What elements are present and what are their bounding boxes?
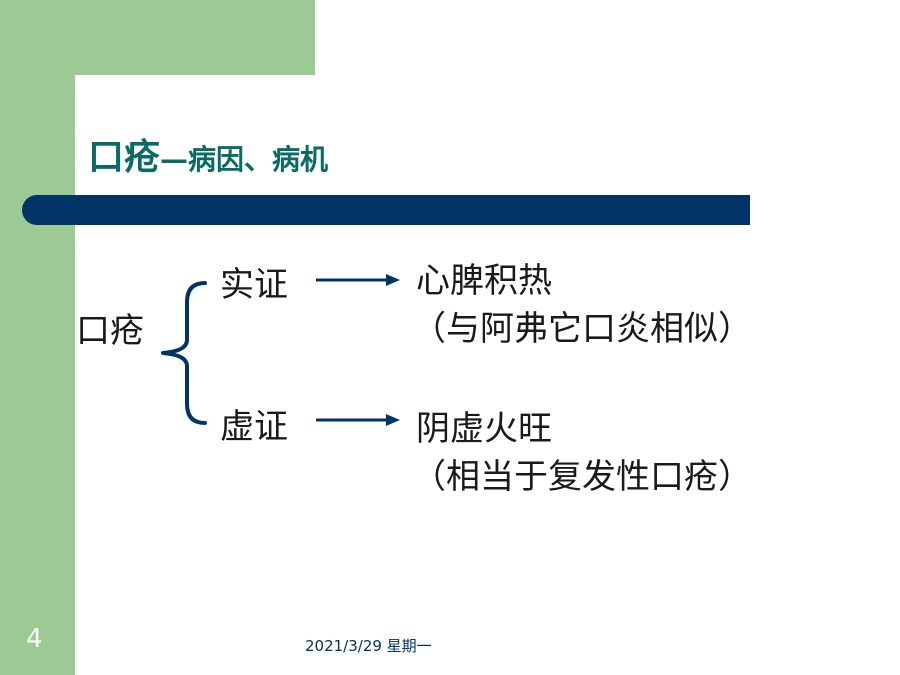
content-panel: [75, 75, 900, 675]
slide-title: 口疮—病因、病机: [88, 140, 328, 176]
slide-title-sub: —病因、病机: [160, 143, 329, 176]
branch-result-shi-zheng: 心脾积热: [416, 261, 552, 301]
branch-result-xu-zheng: 阴虚火旺: [416, 409, 552, 449]
title-underline-bar: [22, 195, 750, 225]
branch-label-shi-zheng: 实证: [220, 265, 288, 305]
diagram-root-label: 口疮: [76, 311, 144, 351]
branch-label-xu-zheng: 虚证: [220, 407, 288, 447]
branch-note-shi-zheng: （与阿弗它口炎相似）: [412, 309, 752, 349]
left-decor-band: [0, 0, 75, 675]
branch-note-xu-zheng: （相当于复发性口疮）: [412, 457, 752, 497]
slide-title-main: 口疮: [88, 137, 161, 178]
page-number: 4: [26, 624, 43, 654]
top-decor-block: [0, 0, 315, 75]
footer-date: 2021/3/29 星期一: [305, 637, 432, 655]
